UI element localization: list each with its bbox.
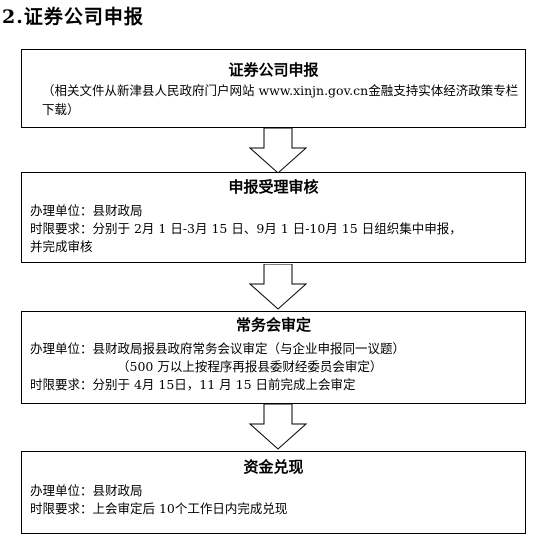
step-line: 时限要求：分别于 2月 1 日-3月 15 日、9月 1 日-10月 15 日组… <box>30 221 462 236</box>
step-note: （相关文件从新津县人民政府门户网站 www.xinjn.gov.cn金融支持实体… <box>42 83 519 117</box>
step-box-review: 申报受理审核 办理单位：县财政局 时限要求：分别于 2月 1 日-3月 15 日… <box>21 172 526 263</box>
step-line: 时限要求：上会审定后 10个工作日内完成兑现 <box>30 501 288 516</box>
step-line: 并完成审核 <box>30 239 93 254</box>
page-title: 2.证券公司申报 <box>2 6 144 28</box>
step-title: 申报受理审核 <box>228 178 319 196</box>
step-line: （500 万以上按程序再报县委财经委员会审定） <box>117 359 383 374</box>
step-line: 办理单位：县财政局 <box>30 483 143 498</box>
step-line: 时限要求：分别于 4月 15日，11 月 15 日前完成上会审定 <box>30 377 356 392</box>
step-title: 证券公司申报 <box>228 61 319 79</box>
step-box-executive-meeting: 常务会审定 办理单位：县财政局报县政府常务会议审定（与企业申报同一议题） （50… <box>21 311 526 404</box>
step-title: 资金兑现 <box>243 458 304 476</box>
down-arrow-icon <box>248 264 308 310</box>
step-box-securities-application: 证券公司申报 （相关文件从新津县人民政府门户网站 www.xinjn.gov.c… <box>21 49 526 128</box>
step-line: 办理单位：县财政局 <box>30 203 143 218</box>
step-box-fund-payment: 资金兑现 办理单位：县财政局 时限要求：上会审定后 10个工作日内完成兑现 <box>21 451 526 534</box>
step-line: 办理单位：县财政局报县政府常务会议审定（与企业申报同一议题） <box>30 341 406 356</box>
down-arrow-icon <box>248 404 308 450</box>
down-arrow-icon <box>248 128 308 174</box>
step-title: 常务会审定 <box>235 316 311 334</box>
